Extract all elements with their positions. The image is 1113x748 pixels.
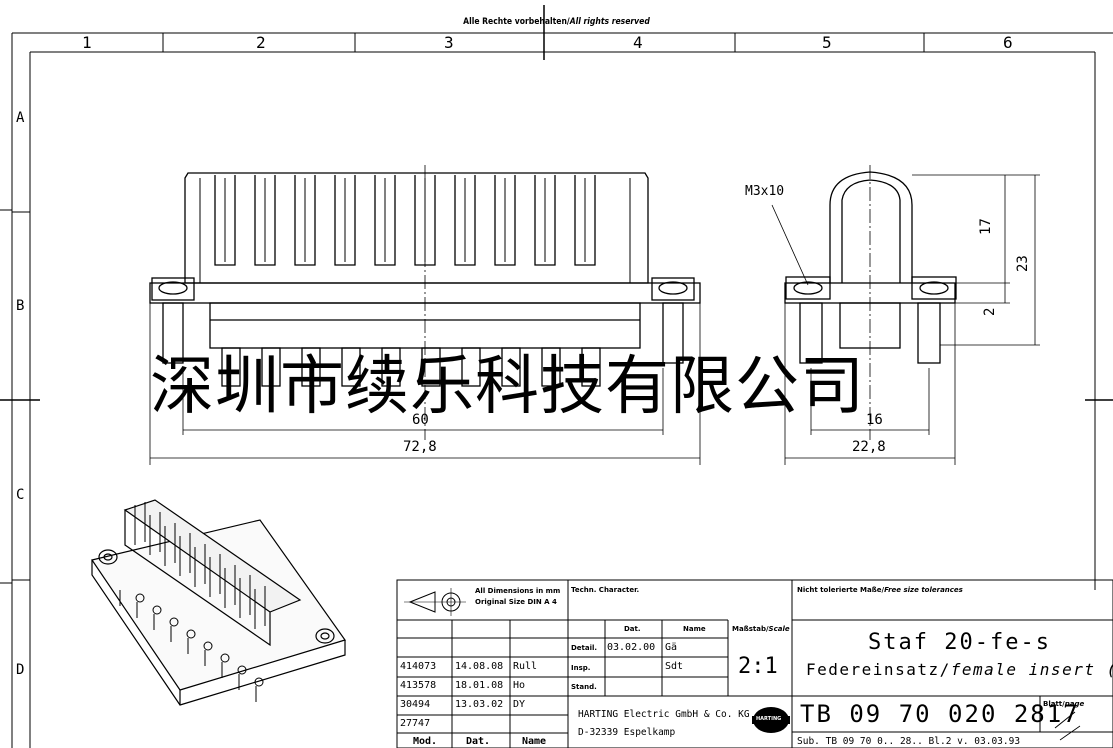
dim-side-inner: 16 xyxy=(866,412,883,428)
watermark-text: 深圳市续乐科技有限公司 xyxy=(150,350,865,424)
row-letter-d: D xyxy=(16,662,25,678)
rev-1-name: Ho xyxy=(513,680,526,691)
rev-head-mod: Mod. xyxy=(413,736,438,747)
rev-2-name: DY xyxy=(513,699,526,710)
sheet-label-en: page xyxy=(1064,700,1085,708)
rev-1-date: 18.01.08 xyxy=(455,680,504,691)
column-number-2: 2 xyxy=(256,33,266,52)
sheet-label: Blatt/page xyxy=(1043,700,1084,708)
tolerance-label: Nicht tolerierte Maße/Free size toleranc… xyxy=(797,586,963,594)
subtitle-en: female insert (M) xyxy=(950,660,1113,679)
column-number-1: 1 xyxy=(82,33,92,52)
scale-label-de: Maßstab/ xyxy=(732,625,769,633)
dim-width-front: 72,8 xyxy=(403,439,437,455)
scale-label-en: Scale xyxy=(768,625,790,633)
column-number-6: 6 xyxy=(1003,33,1013,52)
tolerance-en: Free size tolerances xyxy=(884,586,963,594)
screw-label: M3x10 xyxy=(745,184,785,199)
part-title: Staf 20-fe-s xyxy=(868,630,1051,655)
row-stand-label: Stand. xyxy=(571,683,597,691)
row-letter-b: B xyxy=(16,298,25,314)
rev-2-mod: 30494 xyxy=(400,699,431,710)
sheet-label-de: Blatt/ xyxy=(1043,700,1065,708)
dim-width-side: 22,8 xyxy=(852,439,886,455)
harting-logo-icon: HARTING xyxy=(756,716,782,722)
row-insp-label: Insp. xyxy=(571,664,591,672)
rights-de: Alle Rechte vorbehalten/ xyxy=(463,17,570,27)
insp-name: Sdt xyxy=(665,661,684,672)
rev-2-date: 13.03.02 xyxy=(455,699,504,710)
techn-char-label: Techn. Character. xyxy=(571,586,640,594)
detail-date: 03.02.00 xyxy=(607,642,656,653)
company-line-1: HARTING Electric GmbH & Co. KG xyxy=(578,709,750,720)
column-number-5: 5 xyxy=(822,33,832,52)
scale-value: 2:1 xyxy=(738,654,778,679)
part-number: TB 09 70 020 2817 xyxy=(800,700,1080,728)
company-line-2: D-32339 Espelkamp xyxy=(578,727,676,738)
rev-0-name: Rull xyxy=(513,661,538,672)
col-name-label: Name xyxy=(683,625,706,633)
rev-0-mod: 414073 xyxy=(400,661,437,672)
rights-en: All rights reserved xyxy=(569,17,650,27)
detail-name: Gä xyxy=(665,642,678,653)
row-letter-a: A xyxy=(16,110,25,126)
row-detail-label: Detail. xyxy=(571,644,598,652)
rev-1-mod: 413578 xyxy=(400,680,437,691)
rev-head-dat: Dat. xyxy=(466,736,491,747)
tolerance-de: Nicht tolerierte Maße/ xyxy=(797,586,885,594)
sub-line: Sub. TB 09 70 0.. 28.. Bl.2 v. 03.03.93 xyxy=(797,736,1021,747)
rev-0-date: 14.08.08 xyxy=(455,661,504,672)
col-dat-label: Dat. xyxy=(624,625,641,633)
rev-3-mod: 27747 xyxy=(400,718,431,729)
subtitle-de: Federeinsatz/ xyxy=(806,660,951,679)
column-number-3: 3 xyxy=(444,33,454,52)
scale-label: Maßstab/Scale xyxy=(732,625,790,633)
dim-width-inner: 60 xyxy=(412,412,429,428)
row-letter-c: C xyxy=(16,487,25,503)
rev-head-name: Name xyxy=(522,736,547,747)
rights-header: Alle Rechte vorbehalten/All rights reser… xyxy=(0,17,1113,27)
part-subtitle: Federeinsatz/female insert (M) xyxy=(806,660,1113,679)
dims-note-2: Original Size DIN A 4 xyxy=(475,598,557,606)
dims-note-1: All Dimensions in mm xyxy=(475,587,561,595)
column-number-4: 4 xyxy=(633,33,643,52)
